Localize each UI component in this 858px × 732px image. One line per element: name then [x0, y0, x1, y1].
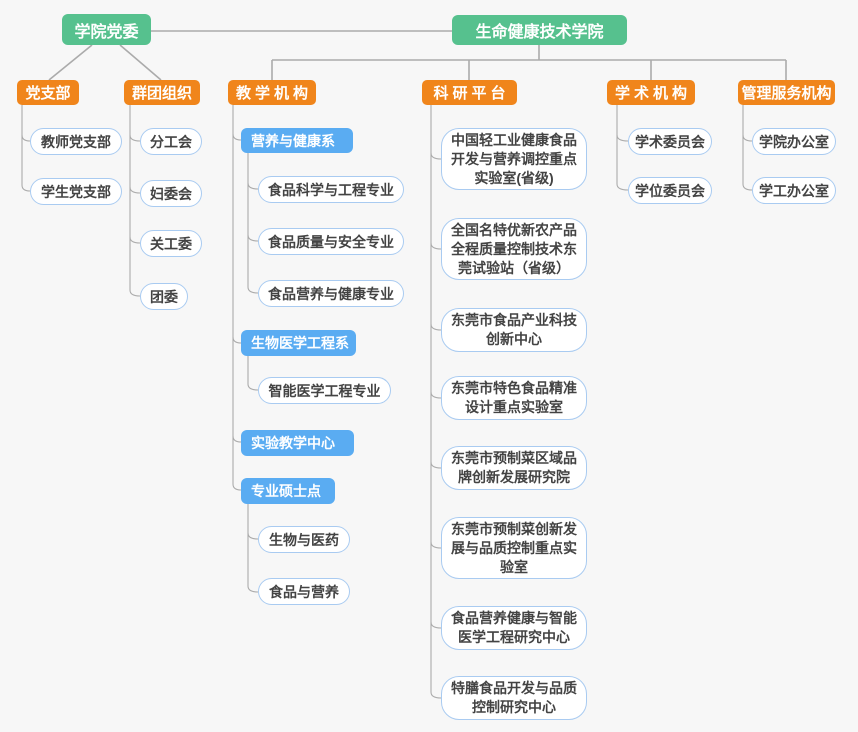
- node-college-office: 学院办公室: [752, 128, 836, 155]
- node-labor-union: 分工会: [140, 128, 202, 155]
- node-student-affairs-office: 学工办公室: [752, 177, 836, 204]
- node-national-agri-products-quality-station: 全国名特优新农产品全程质量控制技术东莞试验站（省级）: [441, 218, 587, 280]
- node-biology-and-medicine: 生物与医药: [258, 526, 350, 553]
- top-level-connectors: [48, 30, 787, 81]
- node-intelligent-medical-engineering-major: 智能医学工程专业: [258, 377, 391, 404]
- node-nutrition-health-dept: 营养与健康系: [241, 128, 353, 153]
- node-mass-organizations: 群团组织: [124, 80, 200, 105]
- node-care-next-gen-committee: 关工委: [140, 230, 202, 257]
- node-food-nutrition-intelligent-medical-center: 食品营养健康与智能医学工程研究中心: [441, 606, 587, 650]
- node-teaching-institutions: 教学机构: [228, 80, 316, 105]
- node-biomedical-engineering-dept: 生物医学工程系: [241, 330, 356, 356]
- node-women-committee: 妇委会: [140, 180, 202, 207]
- node-food-and-nutrition: 食品与营养: [258, 578, 350, 605]
- node-college-party-committee: 学院党委: [62, 14, 151, 45]
- node-academic-institutions: 学术机构: [607, 80, 695, 105]
- node-youth-league: 团委: [140, 283, 188, 310]
- node-dg-food-industry-innovation-center: 东莞市食品产业科技创新中心: [441, 308, 587, 352]
- node-food-nutrition-health-major: 食品营养与健康专业: [258, 280, 404, 307]
- node-dg-precooked-food-quality-lab: 东莞市预制菜创新发展与品质控制重点实验室: [441, 517, 587, 579]
- node-teacher-party-branch: 教师党支部: [30, 128, 122, 155]
- node-college-of-life-health-tech: 生命健康技术学院: [452, 15, 627, 45]
- node-party-branches: 党支部: [17, 80, 79, 105]
- node-student-party-branch: 学生党支部: [30, 178, 122, 205]
- node-china-light-industry-healthy-food-lab: 中国轻工业健康食品开发与营养调控重点实验室(省级): [441, 128, 587, 190]
- node-academic-committee: 学术委员会: [628, 128, 712, 155]
- branch-connectors: [21, 105, 753, 699]
- node-food-science-engineering-major: 食品科学与工程专业: [258, 176, 404, 203]
- node-dg-featured-food-precision-design-lab: 东莞市特色食品精准设计重点实验室: [441, 376, 587, 420]
- node-special-diet-food-center: 特膳食品开发与品质控制研究中心: [441, 676, 587, 720]
- node-admin-service-institutions: 管理服务机构: [738, 80, 835, 105]
- node-research-platforms: 科研平台: [422, 80, 517, 105]
- node-experimental-teaching-center: 实验教学中心: [241, 430, 354, 456]
- node-professional-masters-programs: 专业硕士点: [241, 478, 335, 504]
- node-degree-committee: 学位委员会: [628, 177, 712, 204]
- node-dg-precooked-food-brand-institute: 东莞市预制菜区域品牌创新发展研究院: [441, 446, 587, 490]
- node-food-quality-safety-major: 食品质量与安全专业: [258, 228, 404, 255]
